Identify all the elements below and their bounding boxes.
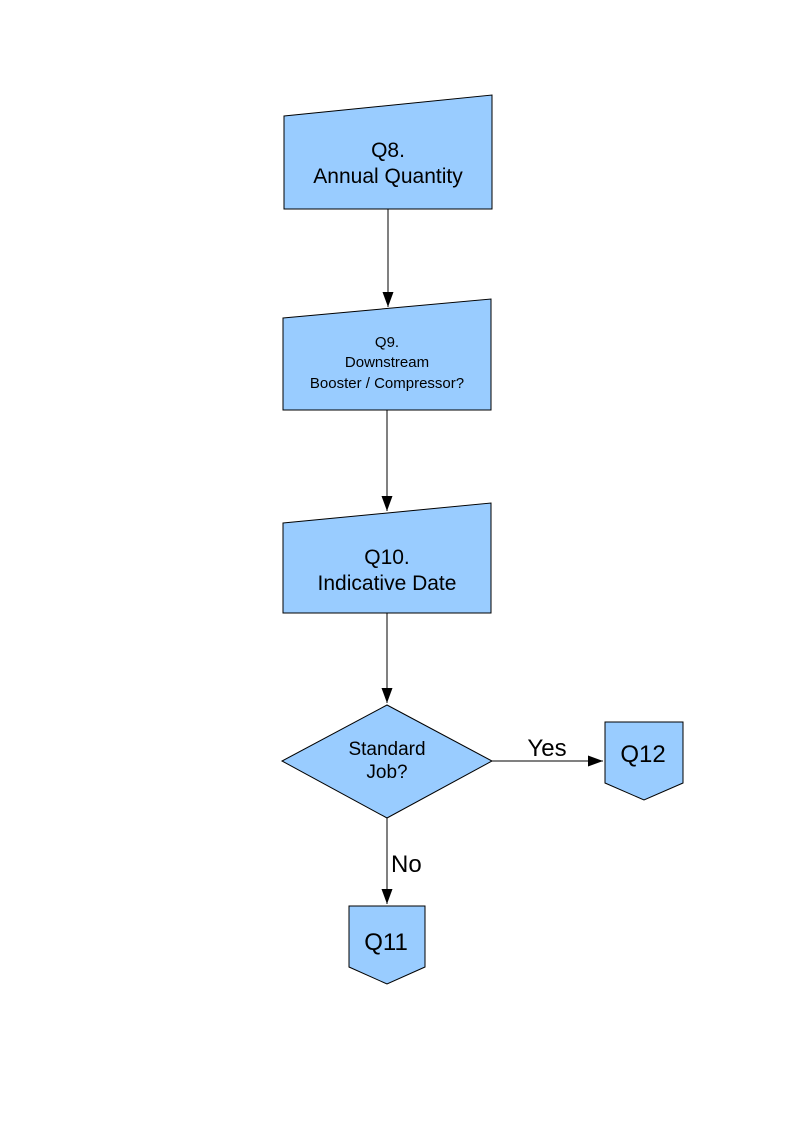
manual-input-shape-q9 [282, 298, 492, 411]
q8-label-line2: Annual Quantity [313, 165, 463, 188]
q9-label-line1: Q9. [375, 334, 399, 351]
manual-input-shape-q10 [282, 502, 492, 614]
q11-label: Q11 [364, 929, 408, 956]
edge-label-no: No [391, 851, 422, 878]
q12-label: Q12 [620, 741, 665, 768]
off-page-connector-shape-q12 [604, 721, 684, 801]
q8-label-line1: Q8. [371, 139, 405, 162]
off-page-connector-shape-q11 [348, 905, 426, 985]
manual-input-shape-q8 [283, 94, 493, 210]
q9-label-line2: Downstream [345, 354, 429, 371]
decision-label-line1: Standard [348, 739, 425, 760]
q9-label-line3: Booster / Compressor? [310, 375, 464, 392]
edge-label-yes: Yes [527, 735, 566, 762]
q10-label-line2: Indicative Date [318, 572, 457, 595]
q10-label-line1: Q10. [364, 546, 410, 569]
decision-label-line2: Job? [366, 762, 407, 783]
